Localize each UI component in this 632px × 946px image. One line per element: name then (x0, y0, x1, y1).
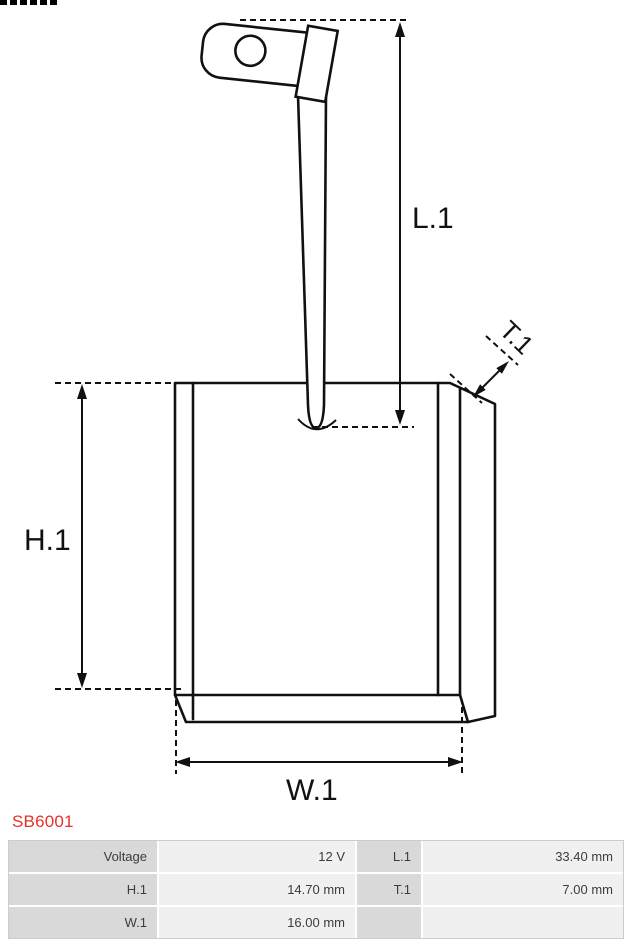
terminal-crimp-tab (294, 24, 340, 104)
dim-label-l1: L.1 (412, 202, 454, 235)
spec-value-voltage: 12 V (159, 841, 355, 872)
dim-label-w1: W.1 (286, 774, 338, 807)
terminal-hole (234, 34, 267, 68)
dim-label-t1: T.1 (494, 315, 540, 361)
dimension-arrows (77, 22, 509, 767)
brush-body (173, 381, 497, 724)
part-number: SB6001 (12, 812, 74, 831)
lead-wire (296, 93, 328, 430)
spec-value-w1: 16.00 mm (159, 907, 355, 938)
technical-drawing: L.1 H.1 W.1 T.1 (24, 19, 540, 807)
spec-value-h1: 14.70 mm (159, 874, 355, 905)
spec-label-t1: T.1 (357, 874, 421, 905)
dim-label-h1: H.1 (24, 524, 71, 557)
spec-label-l1: L.1 (357, 841, 421, 872)
spec-value-empty (423, 907, 623, 938)
spec-label-voltage: Voltage (9, 841, 157, 872)
spec-label-empty (357, 907, 421, 938)
spec-value-l1: 33.40 mm (423, 841, 623, 872)
spec-table: Voltage 12 V L.1 33.40 mm H.1 14.70 mm T… (8, 840, 624, 939)
spec-label-w1: W.1 (9, 907, 157, 938)
brush-dimension-diagram: L.1 H.1 W.1 T.1 (24, 19, 540, 807)
spec-value-t1: 7.00 mm (423, 874, 623, 905)
spec-label-h1: H.1 (9, 874, 157, 905)
wire-hole-rim (297, 418, 337, 431)
top-left-crop-artifact (0, 0, 58, 5)
terminal-plate (200, 22, 340, 104)
